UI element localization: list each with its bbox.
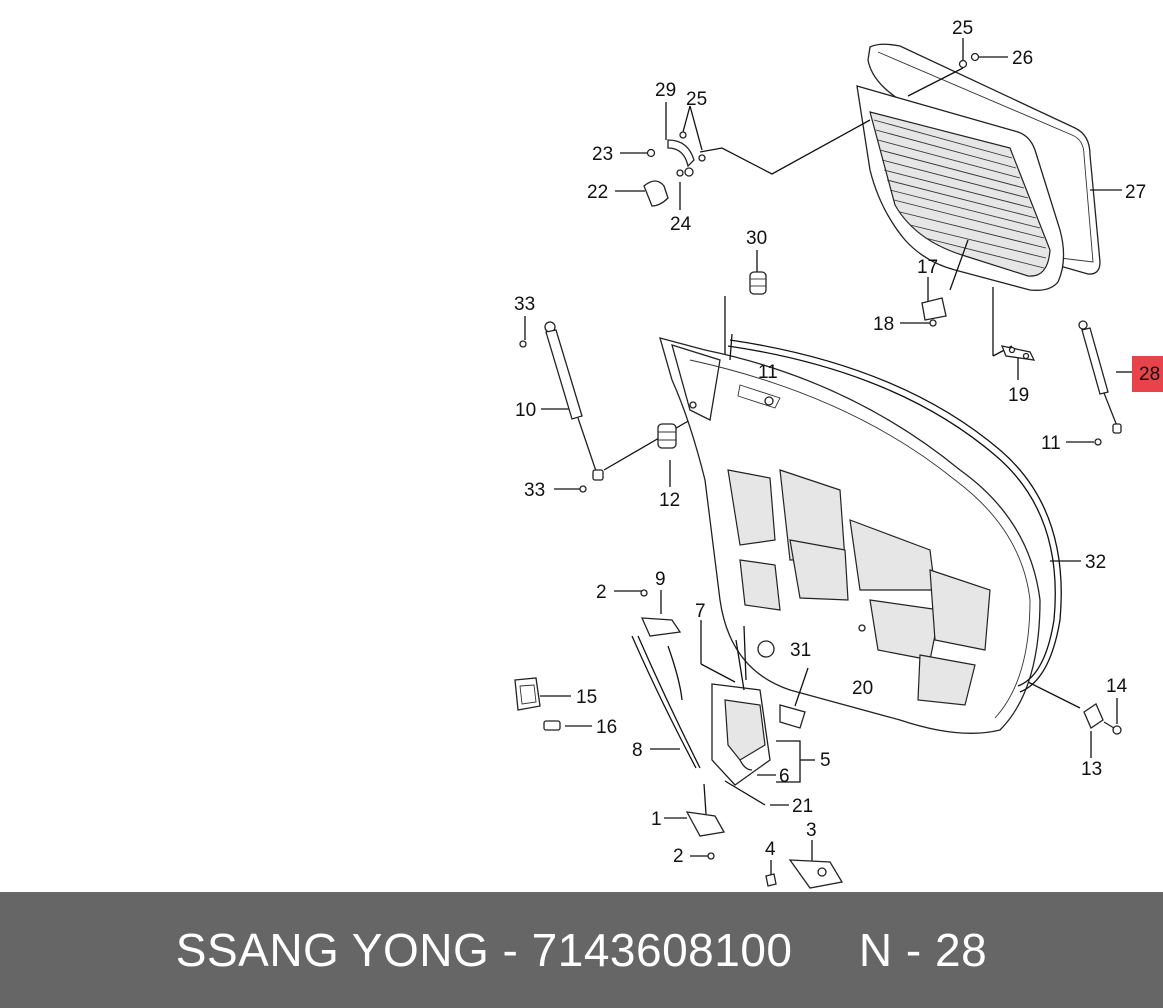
lower-brackets <box>685 783 844 889</box>
tailgate-panel <box>659 337 1041 734</box>
brand-name: SSANG YONG <box>175 924 490 976</box>
rear-glass <box>856 85 1065 291</box>
ref-prefix: N <box>858 924 893 976</box>
callout-6: 6 <box>779 766 790 787</box>
glass-fasteners <box>643 52 980 207</box>
callout-31: 31 <box>790 640 811 661</box>
callout-25a: 25 <box>952 18 973 39</box>
separator: - <box>892 924 936 976</box>
callout-23: 23 <box>592 144 613 165</box>
bump-stops <box>657 271 767 449</box>
part-number: 7143608100 <box>531 924 793 976</box>
callout-18: 18 <box>873 314 894 335</box>
callout-33a: 33 <box>514 294 535 315</box>
footer-bar: SSANG YONG - 7143608100 N - 28 <box>0 892 1163 1008</box>
callout-15: 15 <box>576 687 597 708</box>
gas-struts <box>519 320 1122 493</box>
callout-2b: 2 <box>673 846 684 867</box>
glass-hinge-parts <box>921 297 1036 361</box>
callout-16: 16 <box>596 717 617 738</box>
callout-1: 1 <box>651 809 662 830</box>
callout-21: 21 <box>792 796 813 817</box>
callout-12: 12 <box>659 490 680 511</box>
callout-32: 32 <box>1085 552 1106 573</box>
parts-diagram: 25 26 29 25 23 22 24 27 30 17 33 18 28 1… <box>514 18 1163 889</box>
callout-10: 10 <box>515 400 536 421</box>
lock-assembly <box>631 589 809 786</box>
side-bracket <box>514 677 561 731</box>
callout-14: 14 <box>1106 676 1128 697</box>
callout-26: 26 <box>1012 48 1033 69</box>
callout-13: 13 <box>1081 759 1102 780</box>
callout-11a: 11 <box>758 362 778 383</box>
callout-4: 4 <box>765 839 776 860</box>
callout-28: 28 <box>1139 364 1160 385</box>
callout-25b: 25 <box>686 89 707 110</box>
callout-17: 17 <box>917 257 938 278</box>
callout-7: 7 <box>695 601 706 622</box>
striker <box>1083 703 1122 735</box>
footer-caption: SSANG YONG - 7143608100 N - 28 <box>176 923 987 977</box>
weatherstrip <box>727 333 1062 693</box>
callout-3: 3 <box>806 820 817 841</box>
callout-22: 22 <box>587 182 608 203</box>
callout-11b: 11 <box>1041 433 1061 454</box>
callout-5: 5 <box>820 750 831 771</box>
highlight-box <box>1132 356 1163 392</box>
callout-29: 29 <box>655 80 676 101</box>
ref-number: 28 <box>935 924 988 976</box>
callout-8: 8 <box>632 740 643 761</box>
callout-27: 27 <box>1125 182 1146 203</box>
callout-2a: 2 <box>596 582 607 603</box>
callout-33b: 33 <box>524 480 545 501</box>
callout-24: 24 <box>670 214 692 235</box>
callout-19: 19 <box>1008 385 1029 406</box>
callout-20: 20 <box>852 678 873 699</box>
callout-labels: 25 26 29 25 23 22 24 27 30 17 33 18 28 1… <box>514 18 1160 867</box>
separator: - <box>489 924 532 976</box>
callout-30: 30 <box>746 228 767 249</box>
callout-9: 9 <box>655 569 666 590</box>
gap <box>793 924 859 976</box>
